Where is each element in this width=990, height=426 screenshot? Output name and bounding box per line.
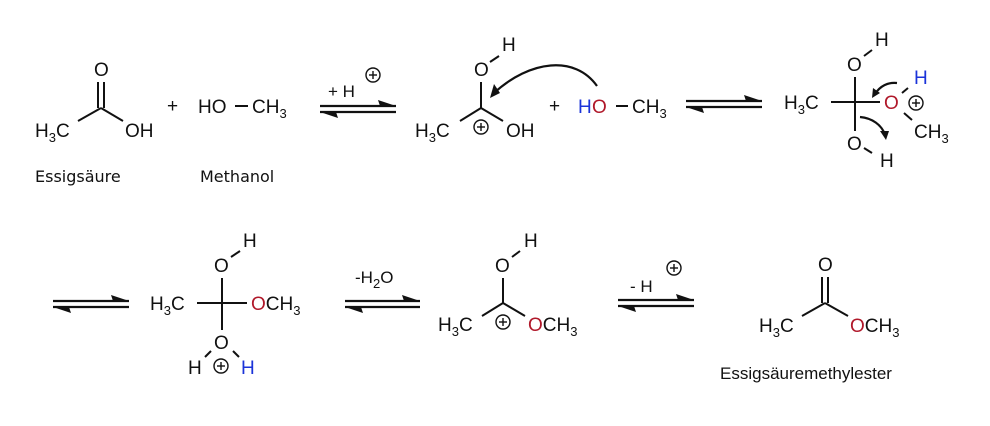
bond-o-h <box>511 250 521 258</box>
atom-o-red: O <box>884 93 899 114</box>
atom-h3c: H3C <box>784 93 819 117</box>
bond-o-h-right <box>232 350 240 358</box>
oxocarbenium-intermediate: H O H3C OCH3 <box>438 231 577 339</box>
arrow-label-minus-water: -H2O <box>355 268 393 291</box>
atom-h-top: H <box>524 231 538 252</box>
methanol-structure: HO CH3 Methanol <box>198 97 287 186</box>
atom-h-blue: H <box>578 97 592 118</box>
equilibrium-arrow-protonation: + H <box>320 67 396 118</box>
arrow-label-plus-h: + H <box>328 82 355 101</box>
atom-ch3: CH3 <box>914 122 949 146</box>
atom-o-top: O <box>847 55 862 76</box>
positive-charge-icon <box>213 358 229 374</box>
atom-h3c: H3C <box>759 316 794 340</box>
protonated-acetic-acid: H O H3C OH <box>415 35 598 145</box>
atom-h-blue: H <box>914 68 928 89</box>
atom-o-top: O <box>495 256 510 277</box>
atom-ch3: CH3 <box>632 97 667 121</box>
bond-o-h-blue <box>901 87 909 94</box>
label-essigsaeuremethylester: Essigsäuremethylester <box>720 364 892 383</box>
arrow-label-minus-h: - H <box>630 277 653 296</box>
positive-charge-icon <box>365 67 381 83</box>
label-essigsaeure: Essigsäure <box>35 167 121 186</box>
atom-h-blue: H <box>241 358 255 379</box>
plus-sign: + <box>549 96 560 117</box>
positive-charge-icon <box>473 119 489 135</box>
bond-o-h-bottom <box>863 147 873 154</box>
atom-h: H <box>502 35 516 56</box>
atom-oh: OH <box>506 121 535 142</box>
bond-c-c <box>459 107 482 122</box>
atom-h3c: H3C <box>35 121 70 145</box>
atom-o-carbonyl: O <box>818 255 833 276</box>
atom-o-red: O <box>592 97 607 118</box>
curved-arrow-attack <box>493 64 598 94</box>
bond-c-c <box>77 107 102 122</box>
atom-oh: OH <box>125 121 154 142</box>
methyl-acetate-structure: O H3C OCH3 Essigsäuremethylester <box>720 255 899 383</box>
bond-o-h-left <box>204 350 212 358</box>
bond-c-och3 <box>824 302 849 317</box>
atom-o-carbonyl: O <box>94 60 109 81</box>
atom-och3: OCH3 <box>528 315 577 339</box>
bond-c-oh <box>100 107 124 122</box>
atom-h3c: H3C <box>438 315 473 339</box>
equilibrium-arrow-2 <box>686 95 762 113</box>
bond-c-c <box>481 302 504 317</box>
atom-h-top: H <box>875 30 889 51</box>
bond-c-c <box>801 302 826 317</box>
plus-sign: + <box>167 96 178 117</box>
bond-c-oh <box>480 107 504 122</box>
methanol-nucleophile: H O CH3 <box>578 97 667 121</box>
equilibrium-arrow-3 <box>53 295 129 313</box>
atom-o-top: O <box>214 256 229 277</box>
bond-o-h <box>489 55 500 63</box>
bond-o-h <box>863 49 873 57</box>
atom-o-bottom: O <box>214 333 229 354</box>
positive-charge-icon <box>666 260 682 276</box>
equilibrium-arrow-water-loss: -H2O <box>345 268 420 313</box>
methanol-ch3: CH3 <box>252 97 287 121</box>
atom-och3: OCH3 <box>251 294 300 318</box>
methanol-ho: HO <box>198 97 227 118</box>
atom-o-bottom: O <box>847 134 862 155</box>
positive-charge-icon <box>495 314 511 330</box>
atom-och3: OCH3 <box>850 316 899 340</box>
bond-o-h <box>230 250 241 258</box>
label-methanol: Methanol <box>200 167 274 186</box>
bond-c-och3 <box>502 302 526 317</box>
bond-o-ch3 <box>903 112 913 121</box>
positive-charge-icon <box>908 95 924 111</box>
atom-h-bottom: H <box>880 151 894 172</box>
atom-h3c: H3C <box>415 121 450 145</box>
tetrahedral-intermediate-1: H O H3C O H CH3 O H <box>784 30 949 172</box>
equilibrium-arrow-deprotonation: - H <box>618 260 694 312</box>
atom-h3c: H3C <box>150 294 185 318</box>
atom-h-left: H <box>188 358 202 379</box>
tetrahedral-intermediate-2: H O H3C OCH3 O H H <box>150 231 300 379</box>
atom-o: O <box>474 60 489 81</box>
acetic-acid-structure: O H3C OH Essigsäure <box>35 60 154 186</box>
atom-h-top: H <box>243 231 257 252</box>
